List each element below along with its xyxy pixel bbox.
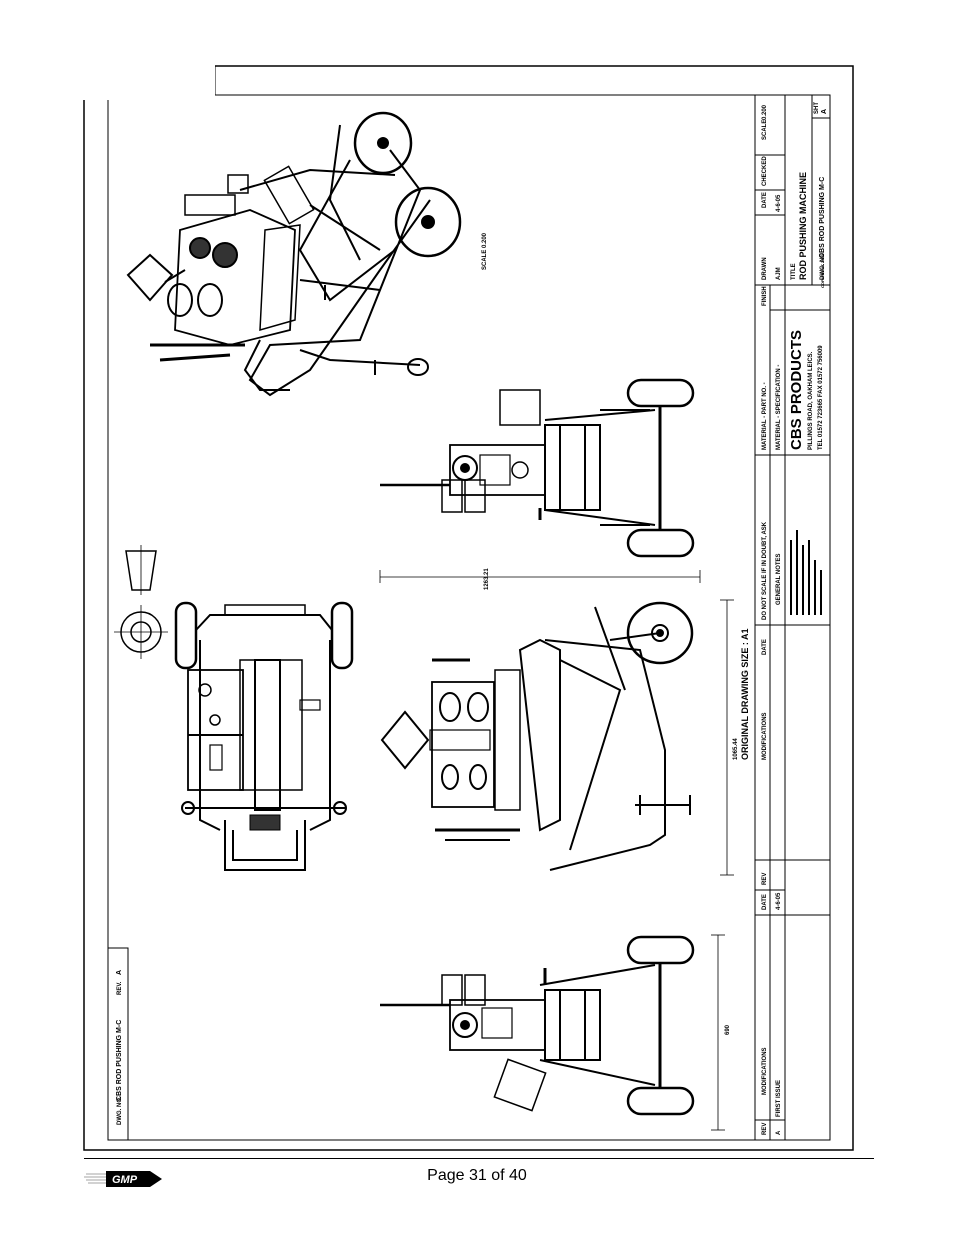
drawn-value: AJM [776,267,782,280]
side-view-top [380,378,695,558]
copyright: COPYRIGHT 2005 [820,253,825,288]
rev-value: A [116,970,123,975]
title-block-text: REV MODIFICATIONS DATE REV MODIFICATIONS… [762,102,828,1135]
plan-view [174,601,354,871]
drawing-border [83,65,854,1151]
general-notes: GENERAL NOTES [776,553,782,605]
side-view-bottom [380,935,695,1116]
dwg-no-bottom-value: CBS ROD PUSHING M-C [819,177,826,258]
dwg-number-strip: DWG. NO. CBS ROD PUSHING M-C REV. A [107,947,129,1141]
dim-length: 1065.44 [733,738,739,760]
material-part-no: MATERIAL - PART NO. - [762,382,768,450]
projection-symbol [114,545,168,659]
mod-row-rev: A [776,1130,782,1135]
drawn-label: DRAWN [762,257,768,280]
modifications-header-2: MODIFICATIONS [762,712,768,760]
date-label: DATE [762,192,768,208]
mod-row-modification: FIRST ISSUE [776,1080,782,1117]
gmp-logo-icon: GMP [84,1171,162,1187]
title-value: ROD PUSHING MACHINE [798,172,808,280]
dimension-lines [379,570,734,1131]
company-name: CBS PRODUCTS [788,330,805,450]
dwg-no-label: DWG. NO. [117,1096,123,1125]
footer-rule [84,1158,874,1159]
original-drawing-size: ORIGINAL DRAWING SIZE : A1 [740,628,750,760]
page-number: Page 31 of 40 [427,1167,527,1184]
date-value: 4-6-05 [776,194,782,212]
modifications-header: MODIFICATIONS [762,1047,768,1095]
checked-label: CHECKED [762,156,768,186]
scale-label: SCALE [762,120,768,140]
company-phone: TEL 01572 723665 FAX 01572 756009 [818,345,824,450]
isometric-view [126,111,462,397]
material-spec: MATERIAL - SPECIFICATION - [776,365,782,450]
title-label: TITLE [791,263,797,280]
dim-height: 1263.21 [484,568,490,590]
date-col-header: DATE [762,894,768,910]
dim-width: 690 [725,1024,731,1035]
scale-note: SCALE 0.200 [482,232,488,270]
rev-label: REV. [117,981,123,995]
notes-lines [790,530,822,615]
company-address: PILLINGS ROAD, OAKHAM LEICS. [808,351,814,450]
date-col-header-2: DATE [762,639,768,655]
scale-value: 0.200 [762,104,768,120]
finish-label: FINISH [762,286,768,306]
sht-value: A [821,109,828,114]
dwg-no-bottom-label: DWG. NO. [820,251,826,280]
side-elevation [380,601,694,871]
logo-text: GMP [112,1174,138,1186]
dwg-no-value: CBS ROD PUSHING M-C [116,1020,123,1101]
do-not-scale: DO NOT SCALE IF IN DOUBT, ASK [762,521,768,620]
title-block [754,94,831,1141]
rev-col-header-2: REV [762,873,768,885]
rev-col-header: REV [762,1123,768,1135]
sht-label: SHT [814,102,820,114]
mod-row-date: 4-6-05 [776,892,782,910]
